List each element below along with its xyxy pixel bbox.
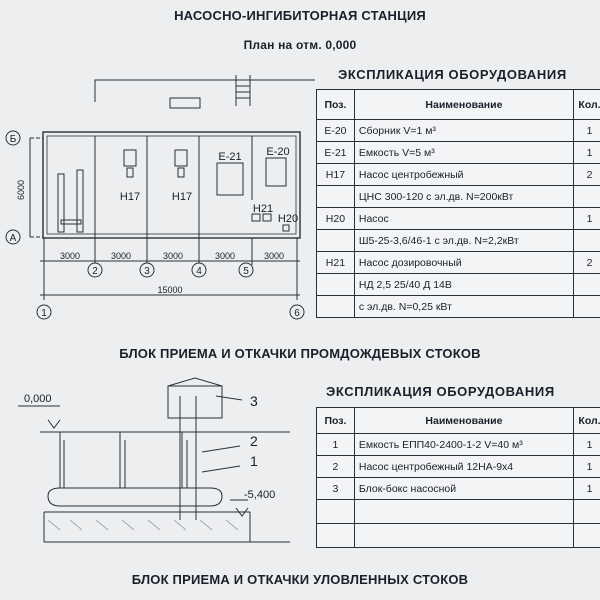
- plan-inner-walls: [46, 135, 297, 235]
- cell-name: Сборник V=1 м³: [353, 119, 575, 142]
- label-h21: Н21: [253, 203, 273, 215]
- cell-name: Ш5-25-3,6/46-1 с эл.дв. N=2,2кВт: [353, 229, 575, 252]
- level-top: 0,000: [24, 393, 52, 405]
- label-e20: Е-20: [266, 146, 289, 158]
- h20-pump: [282, 224, 290, 232]
- e21-tank: [216, 162, 244, 196]
- section-drawing: [18, 377, 290, 543]
- level-bottom: -5,400: [244, 489, 275, 501]
- building-roof-outline: [94, 79, 315, 102]
- span-4: 3000: [215, 251, 235, 261]
- span-3: 3000: [163, 251, 183, 261]
- table-empty-row: [316, 499, 600, 524]
- cell-pos: Е-21: [316, 141, 355, 164]
- h17-pump-a-body: [123, 149, 137, 167]
- h21-pump-a: [251, 213, 261, 222]
- e20-tank: [265, 157, 287, 187]
- caught-block-title: БЛОК ПРИЕМА И ОТКАЧКИ УЛОВЛЕННЫХ СТОКОВ: [131, 572, 469, 587]
- header-qty: Кол.: [573, 407, 600, 434]
- axis-label-6: 6: [294, 308, 300, 319]
- label-e21: Е-21: [218, 151, 241, 163]
- callout-2: 2: [250, 433, 258, 449]
- h21-pump-b: [262, 213, 272, 222]
- table-row: ЦНС 300-120 с эл.дв. N=200кВт: [316, 185, 600, 208]
- table-row: НД 2,5 25/40 Д 14В: [316, 273, 600, 296]
- label-h17-b: Н17: [172, 191, 192, 203]
- header-pos: Поз.: [316, 407, 355, 434]
- total-span: 15000: [157, 285, 182, 295]
- height-dimension: 6000: [16, 180, 26, 200]
- stair-icon: [235, 75, 251, 106]
- cell-name: с эл.дв. N=0,25 кВт: [353, 295, 575, 318]
- callout-3: 3: [250, 393, 258, 409]
- axis-label-3: 3: [144, 266, 150, 277]
- axis-label-b: Б: [10, 134, 17, 145]
- span-2: 3000: [111, 251, 131, 261]
- storm-block-title: БЛОК ПРИЕМА И ОТКАЧКИ ПРОМДОЖДЕВЫХ СТОКО…: [119, 346, 481, 361]
- cell-qty: [573, 295, 600, 318]
- tank-body: [47, 487, 223, 507]
- label-h20: Н20: [278, 213, 298, 225]
- plan-title: План на отм. 0,000: [243, 38, 357, 52]
- axis-label-4: 4: [196, 266, 202, 277]
- callout-1: 1: [250, 453, 258, 469]
- plan-walls: [42, 131, 301, 239]
- table-empty-row: [316, 523, 600, 548]
- explication-title-2: ЭКСПЛИКАЦИЯ ОБОРУДОВАНИЯ: [326, 384, 555, 399]
- pump-box: [167, 385, 223, 419]
- axis-label-1: 1: [41, 308, 47, 319]
- cell-pos: Е-20: [316, 119, 355, 142]
- h17-pump-b-body: [174, 149, 188, 167]
- label-h17-a: Н17: [120, 191, 140, 203]
- span-5: 3000: [264, 251, 284, 261]
- table-row: Ш5-25-3,6/46-1 с эл.дв. N=2,2кВт: [316, 229, 600, 252]
- span-1: 3000: [60, 251, 80, 261]
- cell-name: ЦНС 300-120 с эл.дв. N=200кВт: [353, 185, 575, 208]
- axis-label-2: 2: [92, 266, 98, 277]
- station-title: НАСОСНО-ИНГИБИТОРНАЯ СТАНЦИЯ: [174, 8, 426, 23]
- axis-label-a: А: [10, 233, 17, 244]
- cell-name: Насос центробежный 12НА-9х4: [353, 455, 575, 478]
- cell-pos: Н20: [316, 207, 355, 230]
- cell-name: Емкость V=5 м³: [353, 141, 575, 164]
- header-name: Наименование: [353, 89, 575, 120]
- cell-name: НД 2,5 25/40 Д 14В: [353, 273, 575, 296]
- axis-label-5: 5: [243, 266, 249, 277]
- table-row: с эл.дв. N=0,25 кВт: [316, 295, 600, 318]
- roof-box: [169, 97, 201, 109]
- header-qty: Кол.: [573, 89, 600, 120]
- explication-title-1: ЭКСПЛИКАЦИЯ ОБОРУДОВАНИЯ: [338, 67, 567, 82]
- cell-name: Насос центробежный: [353, 163, 575, 186]
